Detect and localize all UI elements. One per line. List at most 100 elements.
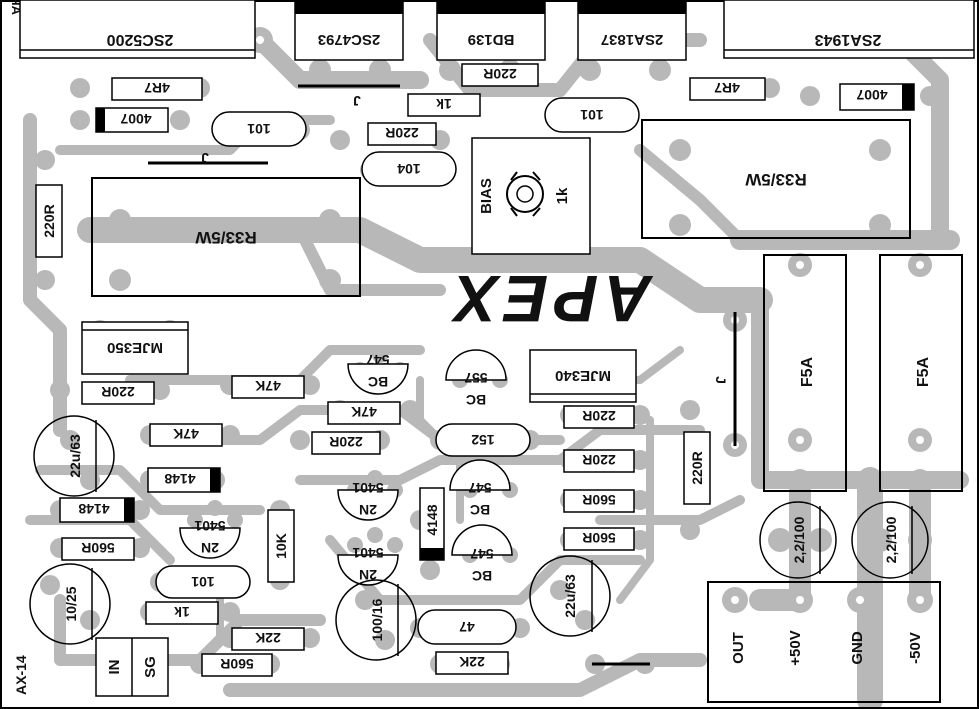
capacitor-104: 104 [361, 151, 457, 187]
svg-text:547: 547 [366, 352, 390, 368]
resistor-4r7-left: 4R7 [111, 77, 203, 101]
svg-text:1k: 1k [554, 187, 571, 204]
svg-text:47K: 47K [255, 378, 281, 394]
svg-text:220R: 220R [689, 451, 705, 484]
svg-text:J: J [201, 150, 209, 166]
svg-text:BC: BC [472, 568, 492, 584]
resistor-10k: 10K [267, 509, 295, 583]
svg-text:10/25: 10/25 [63, 586, 79, 621]
resistor-4r7-right: 4R7 [689, 77, 766, 101]
transistor-mje340: MJE340 [529, 349, 637, 403]
output-power-connector: OUT +50V GND -50V [707, 581, 941, 703]
resistor-220r-d: 220R [563, 449, 635, 473]
svg-text:MJE340: MJE340 [555, 367, 611, 384]
svg-text:1k: 1k [436, 96, 452, 112]
svg-text:GND: GND [849, 631, 866, 665]
svg-text:220R: 220R [582, 452, 615, 468]
svg-text:-50V: -50V [907, 632, 924, 664]
electrolytic-22u-b: 22u/63 [529, 555, 611, 637]
input-connector: IN SG [95, 637, 169, 697]
svg-text:4R7: 4R7 [714, 80, 740, 96]
jumper-j3: J [713, 312, 737, 446]
svg-text:101: 101 [247, 121, 271, 137]
resistor-22k-a: 22K [231, 627, 305, 651]
resistor-22k-b: 22K [435, 651, 509, 675]
svg-text:22u/63: 22u/63 [562, 574, 578, 618]
transistor-bc547-c: BC 547 [451, 524, 513, 584]
apex-logo: APEX [448, 262, 654, 336]
svg-text:10K: 10K [273, 533, 289, 559]
svg-text:152: 152 [471, 432, 495, 448]
svg-text:22K: 22K [459, 654, 485, 670]
svg-text:1k: 1k [174, 604, 190, 620]
svg-text:5401: 5401 [352, 480, 383, 496]
electrolytic-22u-a: 22u/63 [33, 415, 115, 497]
svg-text:J: J [713, 376, 729, 384]
capacitor-101-b: 101 [544, 97, 640, 133]
svg-text:5401: 5401 [352, 545, 383, 561]
fuse-f1: F5A [763, 254, 847, 492]
resistor-47k-c: 47K [149, 423, 223, 447]
resistor-1k-b: 1k [145, 601, 219, 625]
svg-text:560R: 560R [582, 492, 615, 508]
electrolytic-100-16: 100/16 [335, 579, 417, 661]
transistor-2sa1943: 2SA1943 [723, 0, 975, 59]
svg-text:220R: 220R [101, 384, 134, 400]
transistor-2n5401-b: 2N 5401 [337, 545, 399, 586]
svg-text:560R: 560R [582, 530, 615, 546]
capacitor-152: 152 [435, 423, 531, 457]
diode-4007-right: 4007 [839, 83, 915, 111]
svg-text:MJE350: MJE350 [107, 339, 163, 356]
resistor-220r-vertical: 220R [683, 431, 711, 505]
svg-text:F5A: F5A [799, 356, 816, 387]
resistor-560r-b: 560R [563, 527, 635, 551]
svg-text:101: 101 [580, 107, 604, 123]
svg-text:BC: BC [368, 374, 388, 390]
resistor-220r-mid: 220R [367, 122, 437, 146]
svg-text:100/16: 100/16 [369, 598, 385, 641]
svg-text:547: 547 [468, 480, 492, 496]
resistor-220r-vertical-left: 220R [35, 184, 63, 258]
resistor-1k-top: 1k [407, 93, 481, 117]
board-code: AX-14 [13, 655, 29, 695]
resistor-220r-a: 220R [81, 381, 155, 405]
svg-text:+50V: +50V [787, 630, 804, 665]
diode-4148-a: 4148 [147, 467, 221, 493]
resistor-r33-right: R33/5W [641, 119, 911, 239]
resistor-220r-b: 220R [311, 431, 381, 455]
svg-text:4007: 4007 [120, 111, 151, 127]
capacitor-101-c: 101 [155, 565, 251, 599]
svg-text:4148: 4148 [78, 501, 109, 517]
resistor-560r-c: 560R [61, 537, 135, 561]
svg-text:4148: 4148 [164, 471, 195, 487]
svg-text:2,2/100: 2,2/100 [883, 516, 899, 563]
transistor-mje350: MJE350 [81, 321, 189, 375]
svg-text:220R: 220R [41, 204, 57, 237]
resistor-r33-left: R33/5W [91, 177, 361, 297]
transistor-bc557: BC 557 [445, 349, 507, 408]
svg-text:5401: 5401 [194, 518, 225, 534]
jumper-j2: J [298, 84, 400, 109]
svg-text:BIAS: BIAS [478, 178, 495, 214]
transistor-2sc5200: 2SC5200 [19, 0, 256, 59]
svg-text:R33/5W: R33/5W [194, 228, 256, 247]
svg-text:F5A: F5A [915, 356, 932, 387]
svg-text:4148: 4148 [424, 504, 440, 535]
svg-text:2SC5200: 2SC5200 [107, 31, 174, 48]
resistor-220r-top: 220R [461, 63, 539, 87]
svg-text:2N: 2N [201, 540, 219, 556]
resistor-47k-a: 47K [231, 375, 305, 399]
transistor-bd139: BD139 [436, 0, 546, 61]
capacitor-47: 47 [417, 609, 517, 645]
electrolytic-2200-a: 2,2/100 [759, 501, 837, 579]
svg-text:R33/5W: R33/5W [744, 170, 806, 189]
diode-4148-b: 4148 [59, 497, 135, 523]
resistor-220r-c: 220R [563, 405, 635, 429]
transistor-2n5401-a: 2N 5401 [337, 480, 399, 521]
svg-text:101: 101 [191, 574, 215, 590]
capacitor-101-a: 101 [211, 111, 307, 147]
svg-text:BD139: BD139 [468, 31, 515, 48]
transistor-2sc4793: 2SC4793 [294, 0, 404, 61]
